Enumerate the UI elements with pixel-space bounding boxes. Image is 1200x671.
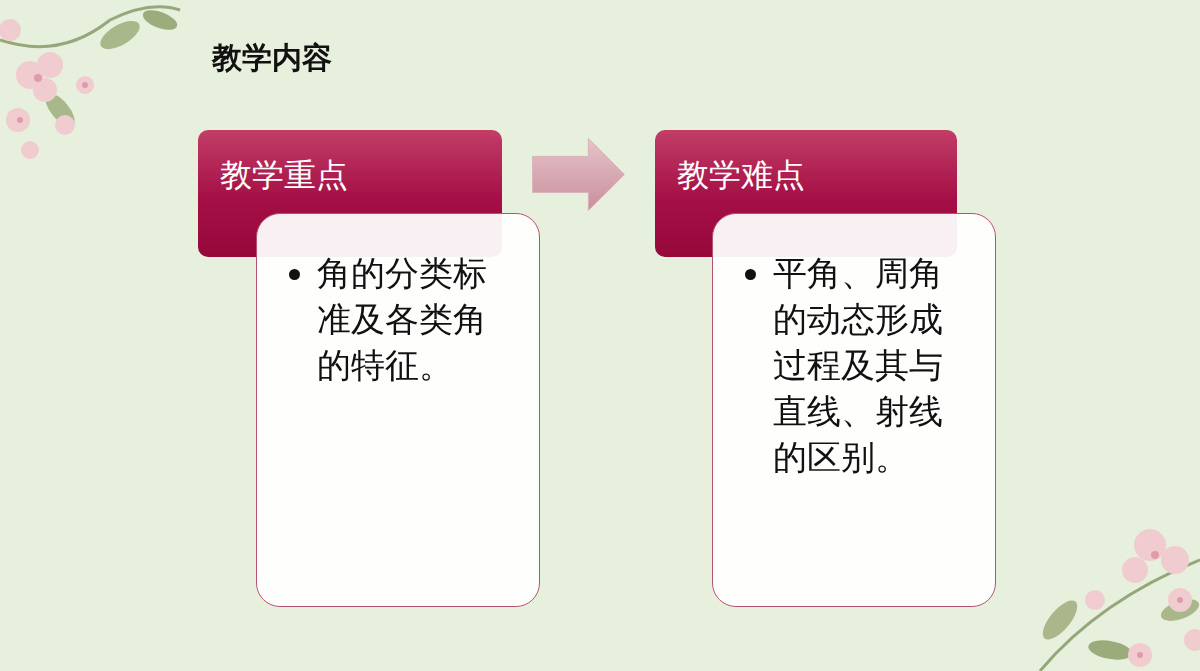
slide-title: 教学内容 [212, 38, 332, 79]
header-text: 教学难点 [655, 130, 957, 198]
flower-top-left [0, 6, 180, 159]
flower-bottom-right [1037, 529, 1200, 671]
bullet-text: 角的分类标准及各类角的特征。 [317, 250, 513, 388]
block-arrow [533, 138, 625, 210]
header-text: 教学重点 [198, 130, 502, 198]
content-box: 角的分类标准及各类角的特征。 [256, 213, 540, 607]
bullet-text: 平角、周角的动态形成过程及其与直线、射线的区别。 [773, 250, 969, 480]
content-box: 平角、周角的动态形成过程及其与直线、射线的区别。 [712, 213, 996, 607]
bullet-list: 平角、周角的动态形成过程及其与直线、射线的区别。 [713, 214, 995, 500]
bullet-list: 角的分类标准及各类角的特征。 [257, 214, 539, 408]
